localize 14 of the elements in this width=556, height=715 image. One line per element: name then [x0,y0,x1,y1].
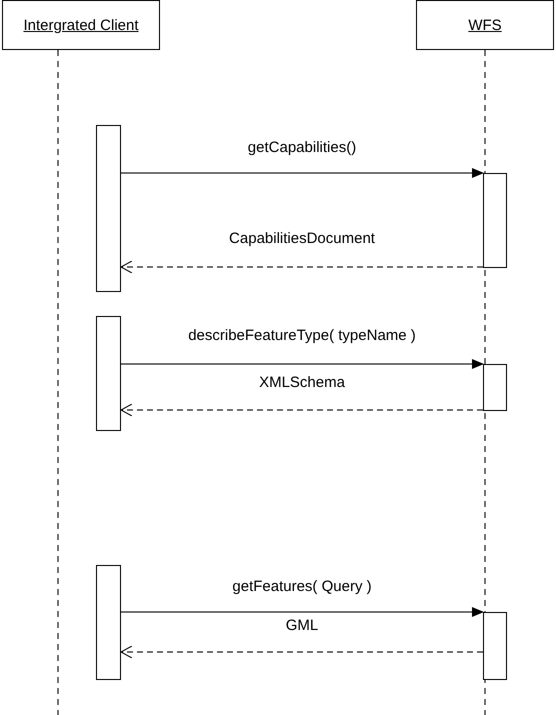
return-arrow [120,646,484,658]
message-arrow [120,168,484,178]
lifeline-title: WFS [468,16,502,34]
lifeline-title: Intergrated Client [23,16,139,34]
activation-bar [483,612,507,680]
return-arrow [120,404,484,416]
message-arrow [120,359,484,369]
return-arrow [120,260,484,274]
activation-bar [96,125,121,292]
activation-bar [483,173,507,268]
activation-bar [483,364,507,411]
activation-bar [96,316,121,431]
activation-bar [96,565,121,680]
message-arrow [120,607,484,617]
